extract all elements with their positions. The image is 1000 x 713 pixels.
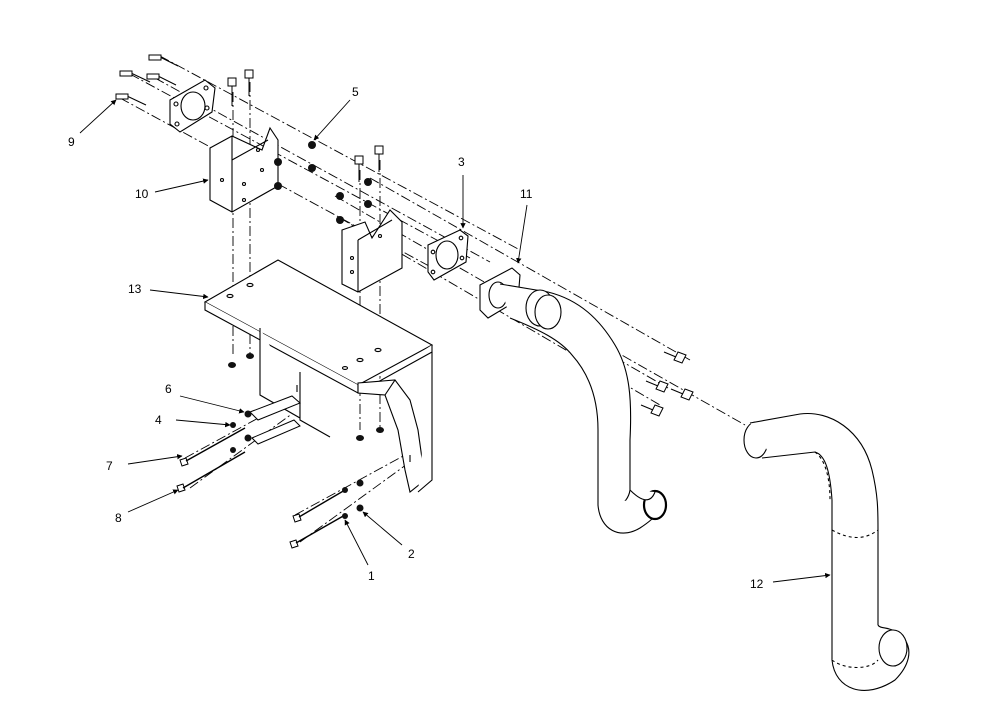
gasket-3 (427, 229, 469, 281)
tail-pipe-12 (743, 412, 910, 691)
callout-6: 6 (165, 382, 172, 396)
riser-bracket-10 (209, 126, 279, 213)
flex-exhaust-pipe-11 (479, 267, 668, 534)
callout-7: 7 (106, 459, 113, 473)
callout-3: 3 (458, 155, 465, 169)
callout-4: 4 (155, 413, 162, 427)
spacer-tubes (249, 395, 301, 445)
mounting-bracket-13 (203, 259, 434, 493)
callout-1: 1 (368, 569, 375, 583)
nuts-washers (228, 141, 384, 519)
gasket-top (169, 79, 216, 133)
callout-9: 9 (68, 135, 75, 149)
callout-labels: 1 2 3 4 5 6 7 8 9 10 11 12 13 (68, 85, 764, 591)
callout-10: 10 (135, 187, 149, 201)
callout-13: 13 (128, 282, 142, 296)
leader-lines (79, 99, 831, 583)
callout-12: 12 (750, 577, 764, 591)
callout-5: 5 (352, 85, 359, 99)
bolts (115, 54, 694, 549)
callout-2: 2 (408, 547, 415, 561)
callout-8: 8 (115, 511, 122, 525)
riser-bracket-right (341, 209, 403, 293)
callout-11: 11 (520, 187, 533, 201)
